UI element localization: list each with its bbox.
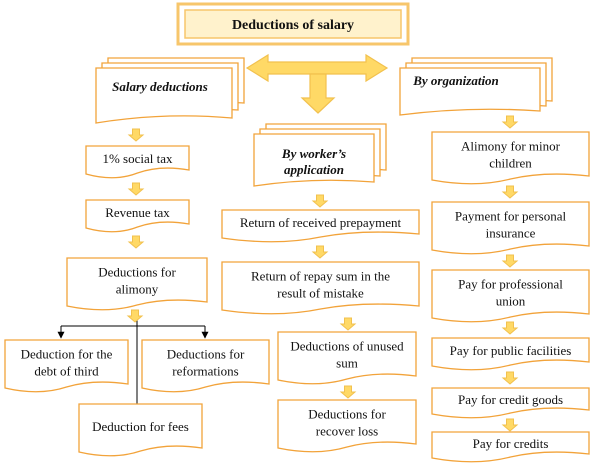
- alimony-branch-3-label-line-1: Deduction for fees: [92, 419, 189, 434]
- alimony-branch-3: Deduction for fees: [78, 403, 203, 457]
- small-arrow-icon: [311, 194, 329, 208]
- small-arrow-icon: [339, 385, 357, 399]
- alimony-branch-2-label-line-2: reformations: [172, 364, 238, 379]
- header-salary-text: Salary deductions: [112, 79, 208, 94]
- small-arrow-icon: [127, 128, 145, 142]
- worker-item-2-label-line-2: result of mistake: [277, 286, 364, 301]
- organization-item-6-label-line-1: Pay for credits: [473, 436, 549, 451]
- worker-item-3-label-line-2: sum: [336, 356, 358, 371]
- doc-layer-front: [399, 67, 541, 116]
- small-arrows: [126, 115, 519, 432]
- small-arrow-icon: [126, 309, 144, 323]
- header-worker-line-1: By worker’s: [281, 146, 346, 161]
- worker-item-4-shape: [277, 399, 417, 453]
- header-by-organization: By organization: [399, 57, 553, 116]
- organization-item-2-shape: [431, 201, 590, 255]
- organization-item-6: Pay for credits: [431, 431, 590, 463]
- doc-layer-front: [253, 133, 375, 187]
- small-arrow-icon: [127, 235, 145, 249]
- organization-item-5: Pay for credit goods: [431, 387, 590, 419]
- organization-item-3: Pay for professional union: [431, 269, 590, 323]
- organization-item-5-label-line-1: Pay for credit goods: [458, 392, 563, 407]
- organization-item-1-label-line-1: Alimony for minor: [461, 139, 561, 154]
- organization-item-6-shape: [431, 431, 590, 463]
- organization-item-4-shape: [431, 337, 590, 371]
- small-arrow-icon: [127, 182, 145, 196]
- worker-item-4: Deductions for recover loss: [277, 399, 417, 453]
- alimony-branch-2-label-line-1: Deductions for: [167, 347, 245, 362]
- salary-item-2: Revenue tax: [85, 199, 190, 233]
- small-arrow-icon: [339, 317, 357, 331]
- organization-item-2-label-line-2: insurance: [486, 226, 536, 241]
- alimony-branch-1: Deduction for the debt of third: [4, 339, 129, 393]
- small-arrow-icon: [501, 254, 519, 268]
- header-organization-text: By organization: [412, 73, 499, 88]
- alimony-branch-1-shape: [4, 339, 129, 393]
- salary-item-3-label-line-2: alimony: [116, 282, 159, 297]
- organization-item-4-label-line-1: Pay for public facilities: [450, 343, 572, 358]
- alimony-branch-2: Deductions for reformations: [141, 339, 270, 393]
- organization-item-1: Alimony for minor children: [431, 131, 590, 185]
- worker-item-1: Return of received prepayment: [221, 209, 420, 243]
- worker-item-1-shape: [221, 209, 420, 243]
- double-arrow-icon: [245, 53, 389, 83]
- organization-item-3-label-line-1: Pay for professional: [458, 277, 563, 292]
- organization-item-4: Pay for public facilities: [431, 337, 590, 371]
- title-box-inner: [184, 9, 402, 39]
- worker-item-4-label-line-2: recover loss: [316, 424, 378, 439]
- organization-item-1-shape: [431, 131, 590, 185]
- small-arrow-icon: [501, 185, 519, 199]
- small-arrow-icon: [501, 321, 519, 335]
- main-arrows: [245, 53, 389, 114]
- organization-item-1-label-line-2: children: [489, 156, 532, 171]
- salary-item-1: 1% social tax: [85, 145, 190, 179]
- small-arrow-icon: [311, 245, 329, 259]
- worker-item-2-label-line-1: Return of repay sum in the: [251, 269, 390, 284]
- organization-item-5-shape: [431, 387, 590, 419]
- small-arrow-icon: [501, 418, 519, 432]
- salary-item-3: Deductions for alimony: [66, 257, 208, 311]
- header-salary-deductions: Salary deductions: [95, 57, 245, 124]
- salary-item-3-shape: [66, 257, 208, 311]
- worker-item-3-shape: [277, 331, 417, 385]
- salary-item-2-label-line-1: Revenue tax: [105, 205, 170, 220]
- salary-item-1-shape: [85, 145, 190, 179]
- worker-item-3: Deductions of unused sum: [277, 331, 417, 385]
- worker-item-2-shape: [221, 261, 420, 315]
- header-worker-line-2: application: [284, 162, 344, 177]
- organization-item-2: Payment for personal insurance: [431, 201, 590, 255]
- organization-item-3-label-line-2: union: [496, 294, 526, 309]
- worker-item-1-label-line-1: Return of received prepayment: [240, 215, 402, 230]
- title-box: Deductions of salary: [176, 2, 410, 46]
- salary-item-1-label-line-1: 1% social tax: [102, 151, 173, 166]
- organization-item-3-shape: [431, 269, 590, 323]
- salary-item-3-label-line-1: Deductions for: [98, 265, 176, 280]
- alimony-branch-1-label-line-1: Deduction for the: [21, 347, 113, 362]
- small-arrow-icon: [501, 371, 519, 385]
- small-arrow-icon: [501, 115, 519, 129]
- worker-item-4-label-line-1: Deductions for: [308, 407, 386, 422]
- down-arrow-icon: [300, 73, 336, 114]
- alimony-branch-3-shape: [78, 403, 203, 457]
- organization-item-2-label-line-1: Payment for personal: [455, 209, 567, 224]
- doc-layer-front: [95, 67, 233, 124]
- title-box-outer: [176, 2, 410, 46]
- alimony-connectors: [57, 310, 209, 404]
- salary-item-2-shape: [85, 199, 190, 233]
- worker-item-3-label-line-1: Deductions of unused: [290, 339, 404, 354]
- title-text: Deductions of salary: [232, 18, 354, 33]
- alimony-branch-2-shape: [141, 339, 270, 393]
- header-by-worker: By worker’s application: [253, 123, 387, 187]
- worker-item-2: Return of repay sum in the result of mist…: [221, 261, 420, 315]
- alimony-branch-1-label-line-2: debt of third: [34, 364, 99, 379]
